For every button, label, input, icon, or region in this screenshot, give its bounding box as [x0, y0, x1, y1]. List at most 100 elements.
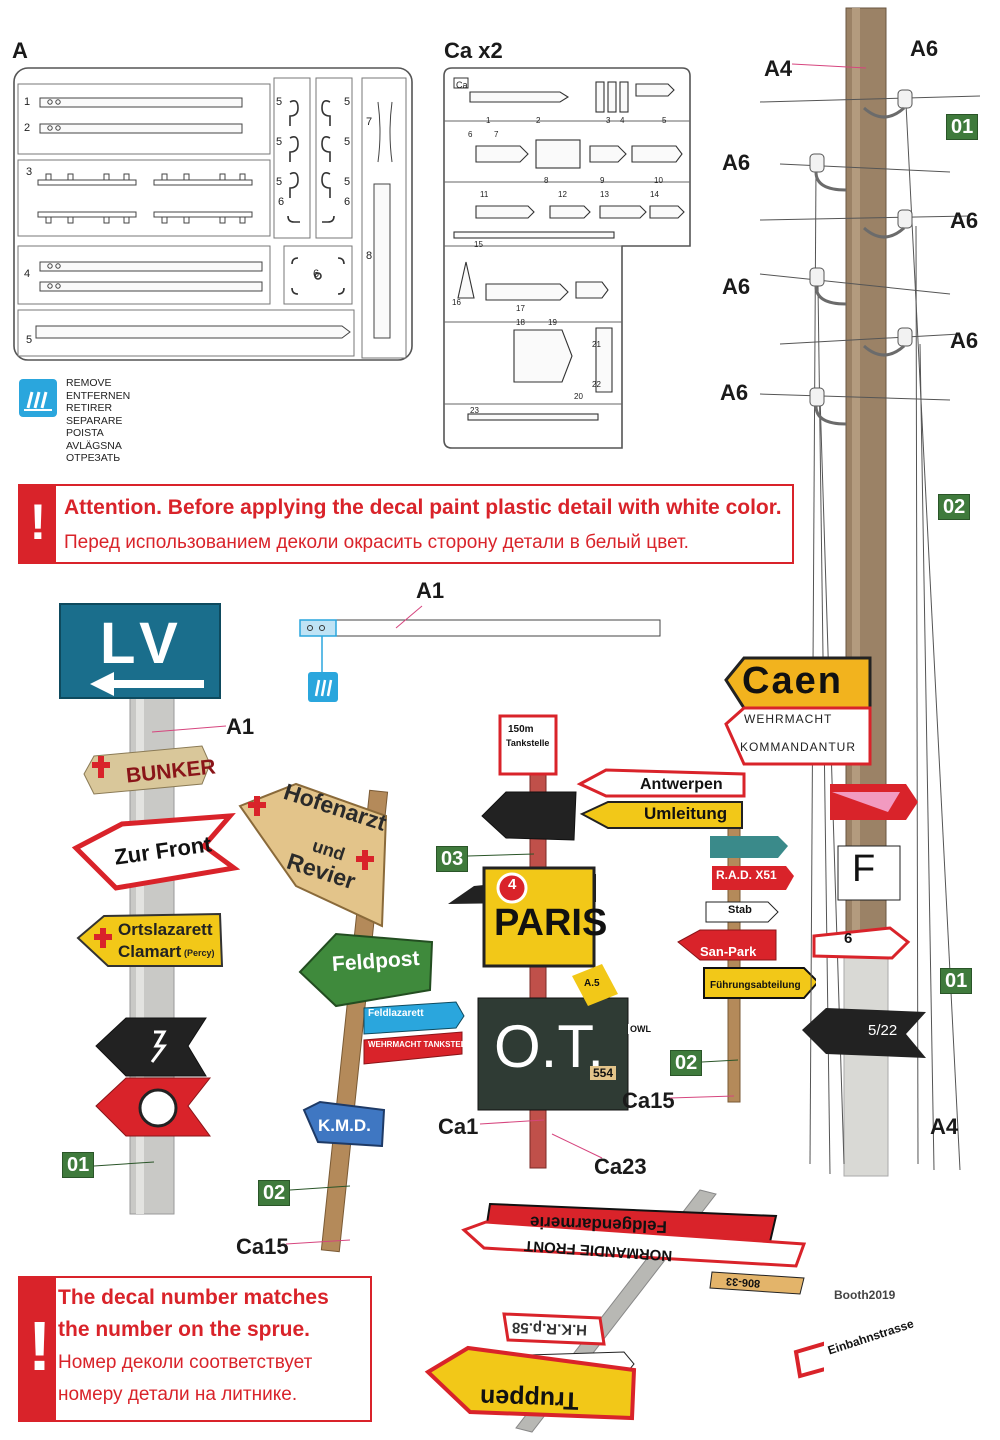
attention-text-ru: Перед использованием деколи окрасить сто… [64, 532, 689, 553]
sprue-a-num-5c: 5 [276, 136, 283, 148]
callout-a6-5: A6 [950, 328, 979, 353]
callout-ca23-line [551, 1133, 603, 1159]
sprue-ca-num-14: 14 [650, 190, 659, 199]
sprue-ca-num-16: 16 [452, 298, 461, 307]
sprue-a-num-8: 8 [366, 250, 373, 262]
sign-einbahnstrasse-text: Einbahnstrasse [826, 1316, 916, 1358]
sign-tankstelle-line1: 150m [508, 724, 534, 735]
antwerpen-signpost-illustration [576, 768, 816, 1103]
sprue-ca-num-17: 17 [516, 304, 525, 313]
sprue-ca-num-8: 8 [544, 176, 549, 185]
callout-a4-bottom: A4 [930, 1114, 959, 1139]
callout-a1-part: A1 [416, 578, 445, 603]
sprue-a-num-4: 4 [24, 268, 31, 280]
exclamation-icon: ! [29, 494, 47, 550]
sprue-a-num-6: 6 [278, 196, 285, 208]
sprue-a-num-5e: 5 [344, 96, 351, 108]
callout-a6-4: A6 [722, 274, 751, 299]
sprue-ca-num-9: 9 [600, 176, 605, 185]
code-01-left-line [93, 1161, 155, 1167]
callout-ca15-left: Ca15 [236, 1234, 289, 1259]
sign-ortslazarett-line1: Ortslazarett [118, 920, 213, 939]
sprue-ca-num-18: 18 [516, 318, 525, 327]
sign-806-text: 806-33 [725, 1274, 761, 1290]
sprue-ca-num-4: 4 [620, 116, 625, 125]
code-02-tall: 02 [938, 494, 971, 520]
sign-truppen-text: Truppen [479, 1383, 580, 1415]
a1-part-drawing [299, 605, 661, 702]
decal-note-bar: ! [20, 1278, 56, 1420]
sprue-a-num-5: 5 [26, 334, 33, 346]
sprue-a-num-5g: 5 [344, 176, 351, 188]
sprue-ca-drawing [443, 67, 691, 449]
code-01-left: 01 [62, 1152, 95, 1178]
sign-sanpark-text: San-Park [700, 944, 757, 959]
sign-lv-text: LV [100, 611, 186, 676]
sprue-ca-num-3: 3 [606, 116, 611, 125]
sprue-a-num-1: 1 [24, 96, 31, 108]
sign-fuhrung-text: Führungsabteilung [710, 980, 801, 991]
sign-wehrmacht-tankstelle-text: WEHRMACHT TANKSTELLE [368, 1040, 476, 1049]
sign-ot-text: O.T. [494, 1013, 605, 1080]
callout-ca1: Ca1 [438, 1114, 479, 1139]
callout-ca23: Ca23 [594, 1154, 647, 1179]
callout-a6-1: A6 [910, 36, 939, 61]
sprue-ca-num-12: 12 [558, 190, 567, 199]
code-03-line [467, 853, 535, 857]
sprue-ca-num-7: 7 [494, 130, 499, 139]
sign-owl-text: OWL [628, 1024, 653, 1034]
sign-ortslazarett-line2: Clamart [118, 942, 182, 961]
sprue-ca-num-10: 10 [654, 176, 663, 185]
remove-line-it: SEPARARE [66, 414, 123, 427]
code-02-right: 02 [670, 1050, 703, 1076]
sprue-ca-corner-label: Ca [456, 80, 468, 90]
callout-ca15-left-line [285, 1239, 351, 1245]
callout-ca1-line [479, 1119, 545, 1125]
sprue-a-drawing [13, 67, 413, 361]
code-02-mid: 02 [258, 1180, 291, 1206]
attention-text-en: Attention. Before applying the decal pai… [64, 496, 782, 519]
fallen-signs-illustration [424, 1189, 824, 1433]
sprue-ca-num-5: 5 [662, 116, 667, 125]
sprue-a-num-6b: 6 [344, 196, 351, 208]
attention-bar: ! [20, 486, 56, 562]
remove-line-en: REMOVE [66, 377, 112, 389]
remove-instruction-list: REMOVE ENTFERNEN RETIRER SEPARARE POISTA… [66, 377, 130, 465]
remove-line-sv: AVLÄGSNA [66, 439, 122, 452]
sign-umleitung-text: Umleitung [644, 804, 728, 823]
callout-a6-3: A6 [950, 208, 979, 233]
sign-ot-badge: A.5 [584, 978, 600, 989]
sign-554-text: 554 [590, 1066, 617, 1080]
code-02-right-line [701, 1059, 739, 1063]
callout-a1-pole: A1 [226, 714, 255, 739]
sprue-a-num-2: 2 [24, 122, 31, 134]
code-02-mid-line [289, 1185, 351, 1191]
sprue-ca-num-22: 22 [592, 380, 601, 389]
left-signpost-illustration [59, 603, 241, 1215]
callout-a4-top-line [791, 63, 867, 69]
callout-a4-top: A4 [764, 56, 793, 81]
callout-a6-6: A6 [720, 380, 749, 405]
sprue-a-title: A [12, 38, 28, 63]
paris-signpost-illustration [448, 714, 629, 1169]
credit-text: Booth2019 [834, 1288, 896, 1302]
sign-hkr-text: H.K.R.p.58 [511, 1318, 588, 1339]
callout-ca15-right: Ca15 [622, 1088, 675, 1113]
sprue-ca-num-11: 11 [480, 190, 489, 199]
sprue-ca-num-6: 6 [468, 130, 473, 139]
decal-note-ru-line1: Номер деколи соответствует [58, 1352, 313, 1373]
sign-kommandantur-text: KOMMANDANTUR [740, 740, 856, 754]
sprue-ca-num-21: 21 [592, 340, 601, 349]
sign-antwerpen-text: Antwerpen [640, 776, 723, 793]
sprue-a-num-5f: 5 [344, 136, 351, 148]
sign-rad-text: R.A.D. X51 [716, 868, 777, 882]
sprue-ca-num-15: 15 [474, 240, 483, 249]
code-01-tall-top: 01 [946, 114, 979, 140]
decal-note-ru-line2: номеру детали на литнике. [58, 1384, 298, 1405]
sprue-ca-num-23: 23 [470, 406, 479, 415]
remove-line-fr: RETIRER [66, 402, 113, 414]
sign-paris-text: PARIS [494, 902, 608, 944]
sprue-ca-title: Ca x2 [444, 38, 503, 63]
decal-note-en-line2: the number on the sprue. [58, 1318, 311, 1341]
callout-ca15-right-line [669, 1095, 735, 1099]
